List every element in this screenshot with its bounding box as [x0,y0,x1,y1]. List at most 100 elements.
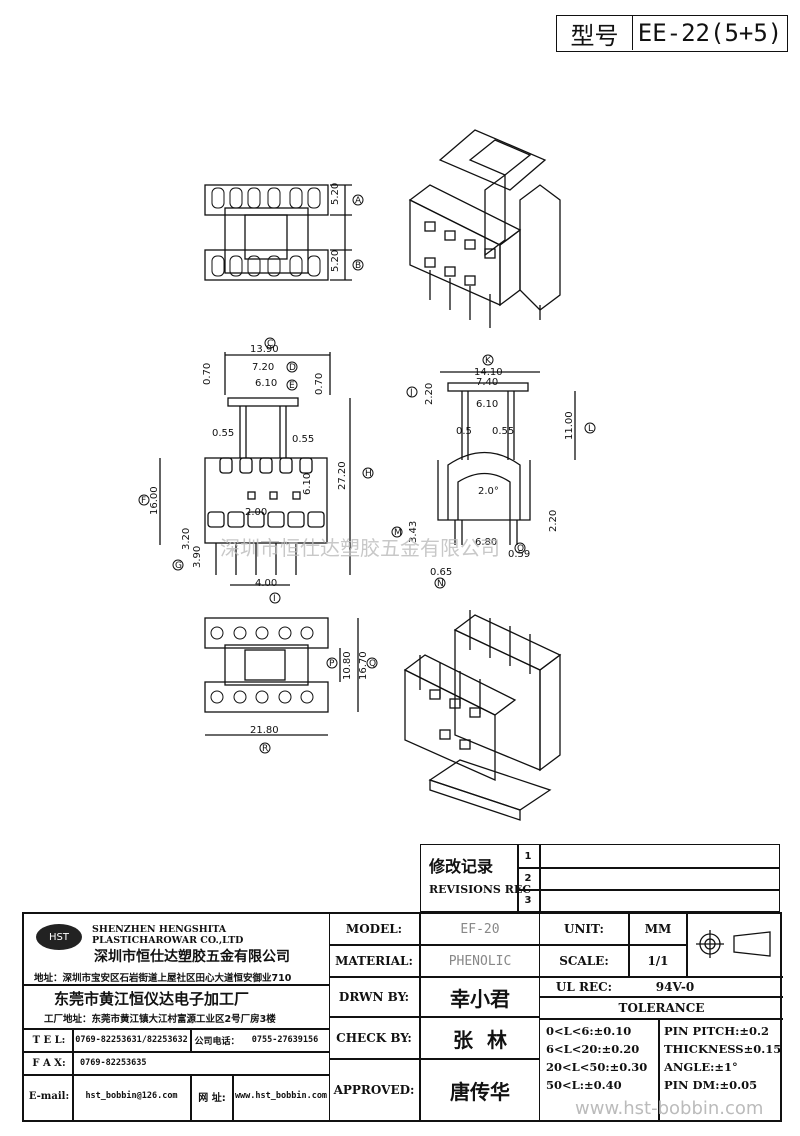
revisions-title-cn: 修改记录 [429,857,494,876]
dim-bottom-0: 10.80 [342,651,353,680]
tel2-value: 0755-27639156 [251,1035,319,1045]
ul-label: UL REC: [555,979,613,994]
callout-a: A [352,194,364,206]
check-by-label: CHECK BY: [336,1031,412,1045]
dim-front-10: 3.20 [181,528,192,550]
svg-text:G: G [175,561,182,571]
dim-front-7: 27.20 [337,461,348,490]
svg-text:L: L [588,424,593,434]
title-block: HST SHENZHEN HENGSHITA PLASTICHAROWAR CO… [22,912,783,1122]
web-value[interactable]: www.hst_bobbin.com [234,1091,328,1101]
email-value[interactable]: hst_bobbin@126.com [85,1091,178,1101]
revisions-title-en: REVISIONS REC [429,883,531,896]
svg-text:Q: Q [369,659,376,669]
dim-top-b: 5.20 [330,250,341,272]
isometric-view-top [408,129,561,328]
dim-side-5: 0.5 [456,426,472,437]
callout-l: L [584,422,596,434]
svg-text:B: B [355,261,361,271]
dim-front-3: 0.70 [202,363,213,385]
callout-r: R [259,742,271,754]
company-name-en: SHENZHEN HENGSHITA PLASTICHAROWAR CO.,LT… [92,924,244,946]
dim-side-1: 7.40 [476,377,498,388]
check-by-value: 张 林 [453,1027,507,1052]
callout-h: H [362,467,374,479]
dim-side-3: 2.20 [424,383,435,405]
unit-value: MM [644,922,672,936]
model-value: EF-20 [460,921,500,937]
model-label: MODEL: [345,922,403,936]
scale-value: 1/1 [647,954,669,968]
tol-line-4: 50<L:±0.40 [546,1078,622,1092]
company-name-cn: 深圳市恒仕达塑胶五金有限公司 [94,949,290,965]
drawn-by-value: 幸小君 [450,986,510,1011]
site-watermark: www.hst-bobbin.com [575,1098,764,1119]
tol-right-2: THICKNESS±0.15 [664,1042,782,1056]
svg-text:N: N [437,579,444,589]
email-label: E-mail: [28,1090,70,1102]
material-label: MATERIAL: [335,954,413,968]
svg-text:A: A [355,196,362,206]
isometric-view-bottom [403,610,562,821]
callout-o: O [514,542,526,554]
dim-side-11: 0.65 [430,567,452,578]
revisions-block: 修改记录 REVISIONS REC 1 2 3 [420,844,780,912]
callout-k: K [482,354,494,366]
tel-label: T E L: [32,1034,66,1046]
dim-side-8: 3.43 [408,521,419,543]
dim-front-5: 0.55 [212,428,234,439]
ul-value: 94V-0 [655,979,695,994]
dim-side-6: 0.55 [492,426,514,437]
unit-label: UNIT: [564,922,604,936]
svg-text:H: H [365,469,372,479]
tol-line-3: 20<L<50:±0.30 [546,1060,648,1074]
dim-side-2: 6.10 [476,399,498,410]
tel-value: 0769-82253631/82253632 [75,1035,188,1045]
tol-line-1: 0<L<6:±0.10 [546,1024,632,1038]
dim-front-8: 16.00 [149,486,160,515]
callout-e: E [286,379,298,391]
model-header: 型号 EE-22(5+5) [556,15,788,52]
dim-side-4: 11.00 [564,411,575,440]
bottom-view [204,617,359,736]
fax-label: F A X: [32,1057,66,1069]
svg-text:F: F [141,496,146,506]
technical-drawing: 5.20 5.20 13.90 7.20 6.10 0.70 0.70 0.55… [138,129,596,821]
web-label: 网 址: [198,1092,226,1104]
callout-b: B [352,259,364,271]
svg-text:R: R [262,744,268,754]
dim-front-0: 13.90 [250,344,279,355]
callout-d: D [286,361,298,373]
tol-right-1: PIN PITCH:±0.2 [664,1024,770,1038]
dim-front-12: 4.00 [255,578,277,589]
approved-label: APPROVED: [333,1083,415,1097]
tolerance-label: TOLERANCE [618,1001,705,1015]
dim-front-2: 6.10 [255,378,277,389]
callout-m: M [391,526,403,538]
factory-address: 工厂地址：东莞市黄江镇大江村富源工业区2号厂房3楼 [44,1014,276,1025]
callout-i: I [269,592,281,604]
dim-front-9: 2.00 [245,507,267,518]
revision-mark-2: 2 [524,872,532,884]
front-view [159,352,351,586]
revision-mark-1: 1 [524,850,532,862]
svg-text:E: E [289,381,295,391]
dim-front-4: 0.70 [314,373,325,395]
material-value: PHENOLIC [448,953,512,969]
tel2-label: 公司电话： [194,1036,240,1047]
svg-text:M: M [394,528,402,538]
company-address-1: 地址：深圳市宝安区石岩街道上屋社区田心大道恒安御业710 [34,973,292,984]
svg-text:K: K [485,356,492,366]
dim-front-1: 7.20 [252,362,274,373]
svg-text:J: J [409,388,413,398]
tol-right-4: PIN DM:±0.05 [664,1078,758,1092]
dim-front-6: 0.55 [292,434,314,445]
company-column: HST SHENZHEN HENGSHITA PLASTICHAROWAR CO… [24,914,330,1120]
dim-side-12: 0.59 [508,549,530,560]
svg-text:P: P [329,659,335,669]
approved-value: 唐传华 [450,1079,510,1104]
callout-c: C [264,337,276,349]
svg-text:I: I [273,594,276,604]
callout-n: N [434,577,446,589]
tol-line-2: 6<L<20:±0.20 [546,1042,640,1056]
